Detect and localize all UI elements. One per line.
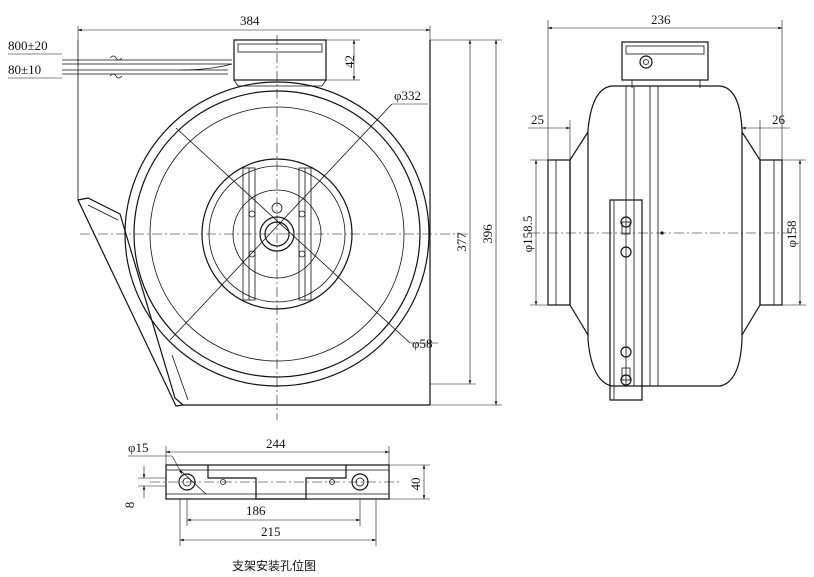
dim-front-width: 384 (240, 13, 260, 28)
dim-height-total: 396 (480, 224, 495, 244)
bracket-dimensions: 244 φ15 186 215 40 8 (122, 436, 430, 546)
side-center-point (660, 231, 664, 235)
right-cone (741, 131, 761, 336)
side-junction-box (621, 41, 709, 88)
dim-outer-diameter: φ332 (394, 88, 421, 103)
dim-bracket-hole: φ15 (128, 440, 149, 455)
bracket-caption: 支架安装孔位图 (232, 558, 316, 573)
diameter-leader-hub (175, 127, 411, 344)
dim-junction-height: 42 (342, 55, 357, 68)
dim-duct-right: φ158 (784, 220, 799, 247)
fan-body-side (587, 85, 743, 387)
dim-hub-diameter: φ58 (412, 336, 433, 351)
dim-bracket-slot-width: 8 (122, 502, 137, 509)
dim-collar-right: 26 (772, 112, 786, 127)
front-dimensions: 384 800±20 80±10 42 φ332 φ58 377 396 (8, 13, 502, 406)
side-dimensions: 236 25 26 φ158.5 φ158 (520, 12, 806, 306)
dim-collar-left: 25 (531, 112, 544, 127)
dim-side-width: 236 (651, 12, 671, 27)
front-view (62, 35, 470, 420)
bracket-view (150, 464, 400, 500)
dim-bracket-height: 40 (408, 478, 423, 491)
dim-bracket-slot-span: 186 (246, 503, 266, 518)
side-mounting-bracket (609, 199, 643, 401)
dim-duct-left: φ158.5 (520, 216, 535, 253)
right-duct-collar (759, 159, 783, 306)
left-cone (569, 131, 589, 336)
left-duct-collar (547, 159, 571, 306)
dim-bracket-hole-span: 215 (261, 524, 281, 539)
side-view (530, 41, 800, 401)
mounting-foot (77, 40, 431, 407)
dim-height-inner: 377 (454, 232, 469, 252)
dim-cable-strip: 80±10 (8, 62, 41, 77)
dim-bracket-length: 244 (266, 436, 286, 451)
junction-box (233, 39, 327, 87)
diameter-leader-outer (169, 103, 393, 341)
bracket-slot-outline (207, 465, 347, 500)
power-cables (62, 55, 233, 79)
dim-cable-length: 800±20 (8, 38, 48, 53)
